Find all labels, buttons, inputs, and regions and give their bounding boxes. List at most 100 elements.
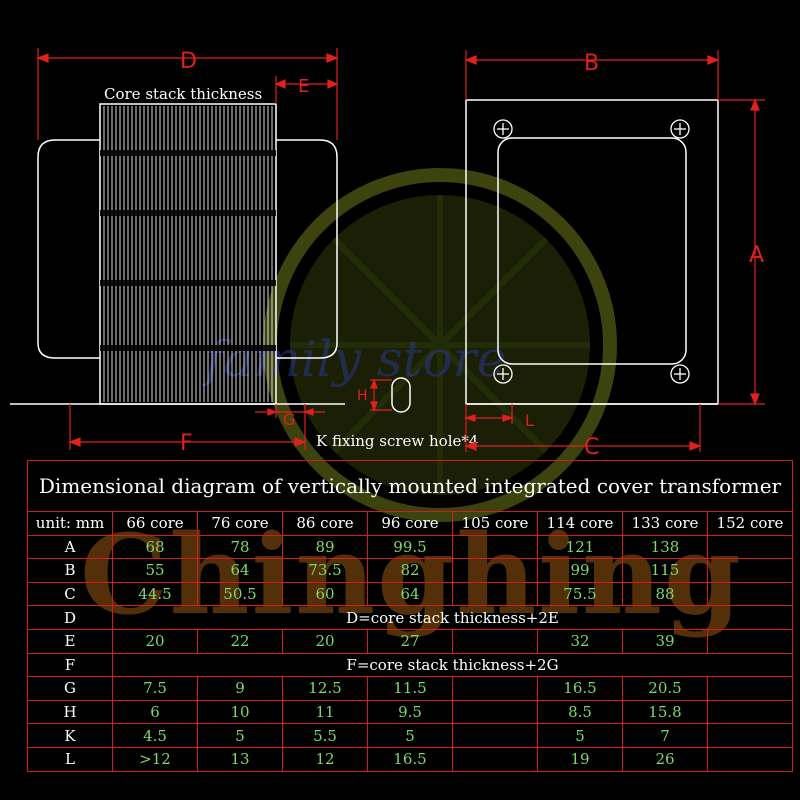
core-bands	[100, 150, 276, 351]
table-cell: 12	[282, 746, 368, 772]
table-cell: 99	[537, 558, 623, 583]
table-cell: 39	[622, 628, 708, 654]
table-cell	[452, 534, 538, 560]
table-title-row: Dimensional diagram of vertically mounte…	[27, 460, 793, 512]
table-cell: 22	[197, 628, 283, 654]
table-cell: 13	[197, 746, 283, 772]
table-cell: 20	[112, 628, 198, 654]
table-cell: 64	[197, 558, 283, 583]
label-E: E	[298, 76, 309, 97]
dimension-spec-table: Dimensional diagram of vertically mounte…	[27, 460, 793, 772]
mount-screws	[493, 119, 690, 384]
row-label: D	[27, 605, 113, 630]
column-header: 96 core	[367, 511, 453, 536]
dimension-C	[464, 404, 702, 452]
label-D: D	[180, 49, 197, 74]
front-view	[465, 99, 719, 405]
table-cell: 26	[622, 746, 708, 772]
table-cell: 5	[197, 723, 283, 748]
mount-screw-icon	[493, 119, 513, 139]
transformer-dimension-drawing: D E Core stack thickness F G H K fixing …	[10, 48, 765, 455]
row-label: F	[27, 652, 113, 678]
table-cell	[452, 628, 538, 654]
row-label: L	[27, 746, 113, 772]
dimension-B	[464, 50, 720, 100]
dimension-D	[36, 48, 339, 140]
row-label: K	[27, 723, 113, 748]
table-cell: 115	[622, 558, 708, 583]
dimension-F	[68, 404, 325, 450]
label-C: C	[584, 435, 599, 455]
table-cell: 27	[367, 628, 453, 654]
table-cell: 64	[367, 581, 453, 607]
table-cell: 9.5	[367, 699, 453, 725]
table-cell: 11.5	[367, 676, 453, 701]
table-cell	[707, 676, 793, 701]
table-cell	[452, 699, 538, 725]
table-title: Dimensional diagram of vertically mounte…	[27, 460, 793, 512]
side-view	[10, 103, 345, 405]
table-cell: 19	[537, 746, 623, 772]
table-cell: 8.5	[537, 699, 623, 725]
table-cell	[452, 746, 538, 772]
mount-screw-icon	[493, 364, 513, 384]
dimension-A	[718, 98, 765, 406]
table-cell: 75.5	[537, 581, 623, 607]
label-G: G	[283, 410, 295, 429]
table-cell: 5	[537, 723, 623, 748]
label-A: A	[749, 243, 764, 268]
table-cell: 55	[112, 558, 198, 583]
table-cell	[452, 581, 538, 607]
table-cell: 9	[197, 676, 283, 701]
row-formula: D=core stack thickness+2E	[112, 605, 793, 630]
table-cell	[452, 558, 538, 583]
label-B: B	[584, 51, 599, 76]
table-cell: 6	[112, 699, 198, 725]
column-header: 152 core	[707, 511, 793, 536]
table-cell: 99.5	[367, 534, 453, 560]
table-cell: 68	[112, 534, 198, 560]
column-header: 66 core	[112, 511, 198, 536]
table-cell: 60	[282, 581, 368, 607]
table-cell: 50.5	[197, 581, 283, 607]
table-cell: 138	[622, 534, 708, 560]
row-label: E	[27, 628, 113, 654]
core-stack-thickness-label: Core stack thickness	[104, 85, 262, 103]
table-cell: 82	[367, 558, 453, 583]
table-cell: 121	[537, 534, 623, 560]
table-cell	[707, 558, 793, 583]
table-cell	[707, 534, 793, 560]
column-header: 76 core	[197, 511, 283, 536]
table-cell	[452, 723, 538, 748]
table-cell: 20.5	[622, 676, 708, 701]
table-cell: 4.5	[112, 723, 198, 748]
unit-label: unit: mm	[27, 511, 113, 536]
label-H: H	[357, 388, 368, 404]
table-cell: >12	[112, 746, 198, 772]
table-cell: 7	[622, 723, 708, 748]
table-cell: 10	[197, 699, 283, 725]
column-header: 114 core	[537, 511, 623, 536]
table-cell: 32	[537, 628, 623, 654]
screw-hole-label: K fixing screw hole*4	[316, 432, 478, 450]
column-header: 133 core	[622, 511, 708, 536]
table-cell: 12.5	[282, 676, 368, 701]
label-F: F	[180, 431, 193, 455]
table-cell: 5.5	[282, 723, 368, 748]
table-cell	[707, 746, 793, 772]
row-label: A	[27, 534, 113, 560]
label-L: L	[525, 411, 534, 430]
column-header: 105 core	[452, 511, 538, 536]
table-cell: 44.5	[112, 581, 198, 607]
row-label: H	[27, 699, 113, 725]
table-cell: 88	[622, 581, 708, 607]
